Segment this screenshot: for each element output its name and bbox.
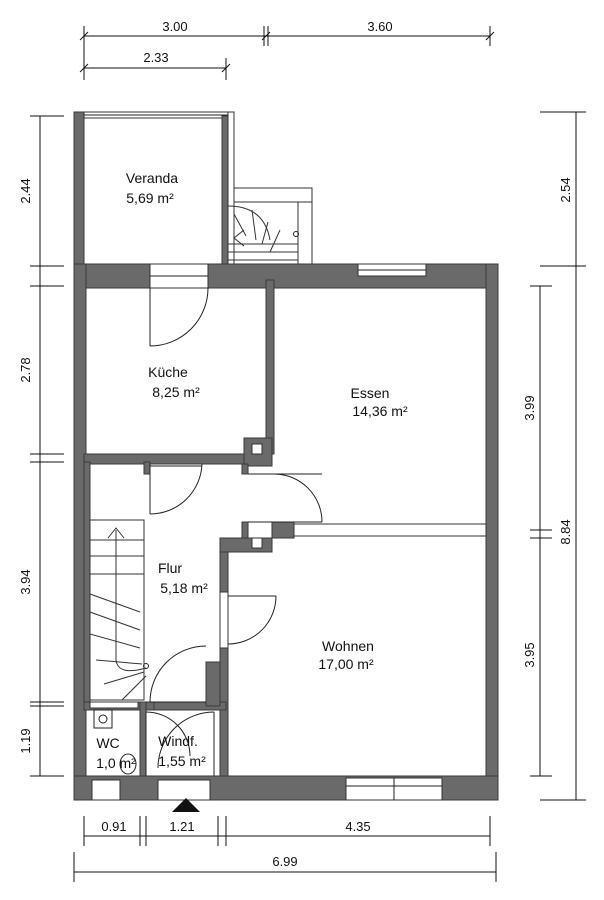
doors (145, 287, 323, 776)
room-wc-name: WC (96, 735, 119, 751)
room-essen-area: 14,36 m² (352, 403, 408, 419)
dim-bottom-total: 6.99 (272, 854, 297, 869)
dim-bottom-1: 0.91 (101, 819, 126, 834)
wc-fixtures (93, 709, 137, 775)
toilet-icon (119, 753, 137, 775)
room-kueche-area: 8,25 m² (152, 384, 200, 400)
dim-left-3: 3.94 (18, 569, 33, 594)
entrance-arrow-icon (172, 798, 200, 812)
room-wc-area: 1,0 m² (96, 755, 136, 771)
room-veranda-name: Veranda (126, 170, 178, 186)
room-windf-area: 1,55 m² (158, 753, 206, 769)
dim-right-2: 3.99 (522, 395, 537, 420)
dim-right-1: 2.54 (558, 177, 573, 202)
room-wohnen-area: 17,00 m² (318, 656, 374, 672)
room-veranda-area: 5,69 m² (126, 190, 174, 206)
windf-entrance (157, 779, 211, 801)
staircase (89, 519, 149, 701)
interior-walls (83, 279, 487, 777)
dim-right-3: 3.95 (522, 642, 537, 667)
room-flur-area: 5,18 m² (160, 580, 208, 596)
room-kueche-name: Küche (148, 364, 188, 380)
dim-bottom-2: 1.21 (169, 819, 194, 834)
bottom-dimensions: 0.91 1.21 4.35 6.99 (73, 816, 497, 882)
wc-window (91, 779, 121, 801)
room-windf-name: Windf. (158, 733, 198, 749)
room-essen-name: Essen (351, 385, 390, 401)
room-flur-name: Flur (158, 560, 182, 576)
room-wohnen-name: Wohnen (322, 638, 374, 654)
dim-top-left: 3.00 (162, 19, 187, 34)
top-dimensions: 3.00 3.60 2.33 (79, 19, 495, 80)
dim-right-total: 8.84 (558, 519, 573, 544)
dim-top-right: 3.60 (367, 19, 392, 34)
left-dimensions: 2.44 2.78 3.94 1.19 (18, 115, 64, 777)
dim-left-4: 1.19 (18, 728, 33, 753)
dim-left-1: 2.44 (18, 178, 33, 203)
right-dimensions: 2.54 8.84 3.99 3.95 (522, 111, 586, 801)
dim-left-2: 2.78 (18, 357, 33, 382)
dim-top-inner: 2.33 (143, 50, 168, 65)
dim-bottom-3: 4.35 (345, 819, 370, 834)
veranda (73, 111, 313, 269)
